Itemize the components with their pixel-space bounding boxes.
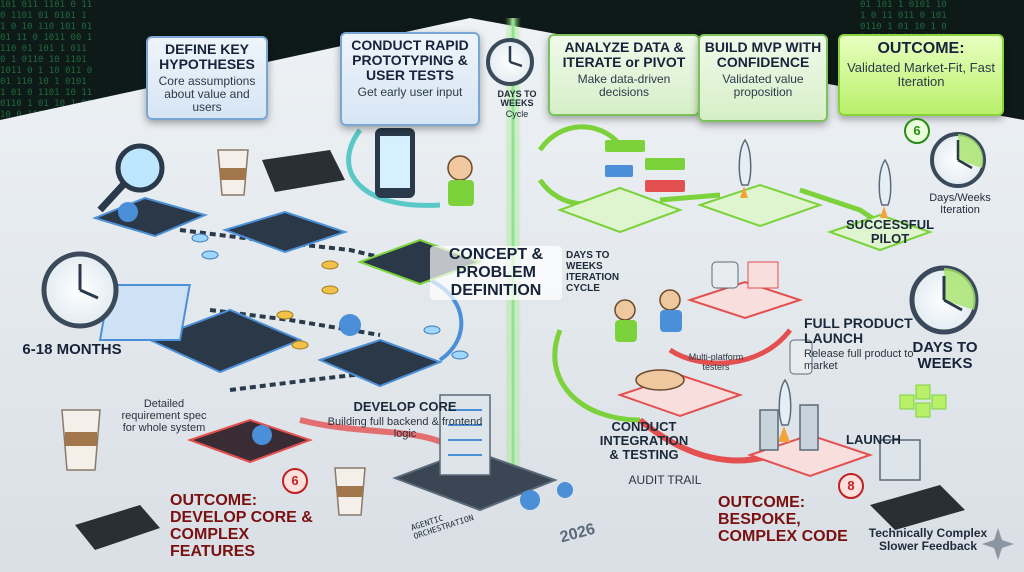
- card-analyze-data: ANALYZE DATA & ITERATE or PIVOT Make dat…: [548, 34, 700, 116]
- top-cycle-title: DAYS TO WEEKS: [482, 90, 552, 109]
- successful-pilot-label: SUCCESSFUL PILOT: [840, 218, 940, 246]
- iteration-cycle-label: DAYS TO WEEKS ITERATION CYCLE: [566, 250, 636, 294]
- top-cycle-label: DAYS TO WEEKS Cycle: [482, 90, 552, 119]
- handshake-icon: [636, 370, 684, 390]
- card-subtitle: Core assumptions about value and users: [152, 75, 262, 114]
- testers-label: Multi-platform testers: [686, 352, 746, 372]
- launch-label: LAUNCH: [846, 432, 906, 447]
- develop-core-title: DEVELOP CORE: [325, 400, 485, 414]
- develop-core-subtitle: Building full backend & frontend logic: [325, 416, 485, 440]
- card-rapid-prototyping: CONDUCT RAPID PROTOTYPING & USER TESTS G…: [340, 32, 480, 126]
- card-build-mvp: BUILD MVP WITH CONFIDENCE Validated valu…: [698, 34, 828, 122]
- left-outcome-label: OUTCOME: DEVELOP CORE & COMPLEX FEATURES: [170, 492, 330, 560]
- card-title: ANALYZE DATA & ITERATE or PIVOT: [554, 40, 694, 70]
- card-title: DEFINE KEY HYPOTHESES: [152, 42, 262, 72]
- develop-core-label: DEVELOP CORE Building full backend & fro…: [325, 400, 485, 440]
- card-define-hypotheses: DEFINE KEY HYPOTHESES Core assumptions a…: [146, 36, 268, 120]
- months-label: 6-18 MONTHS: [22, 342, 122, 358]
- magnifier-icon: [118, 146, 162, 190]
- days-weeks-iteration-label: Days/Weeks Iteration: [920, 192, 1000, 216]
- requirement-label: Detailed requirement spec for whole syst…: [114, 398, 214, 434]
- left-outcome-badge: 6: [282, 468, 308, 494]
- top-cycle-sub: Cycle: [482, 109, 552, 119]
- complex-label: Technically Complex Slower Feedback: [868, 527, 988, 553]
- audit-trail-label: AUDIT TRAIL: [620, 473, 710, 487]
- card-outcome-top: OUTCOME: Validated Market-Fit, Fast Iter…: [838, 34, 1004, 116]
- concept-label: CONCEPT & PROBLEM DEFINITION: [430, 246, 562, 300]
- card-subtitle: Make data-driven decisions: [554, 73, 694, 99]
- card-title: OUTCOME:: [844, 40, 998, 58]
- card-title: CONDUCT RAPID PROTOTYPING & USER TESTS: [346, 38, 474, 83]
- integration-label: CONDUCT INTEGRATION & TESTING: [594, 420, 694, 462]
- card-subtitle: Get early user input: [346, 86, 474, 99]
- card-subtitle: Validated Market-Fit, Fast Iteration: [844, 61, 998, 89]
- user-avatar: [448, 156, 472, 180]
- card-title: BUILD MVP WITH CONFIDENCE: [704, 40, 822, 70]
- clock-icon-top: [488, 40, 532, 84]
- card-subtitle: Validated value proposition: [704, 73, 822, 99]
- right-green-badge: 6: [904, 118, 930, 144]
- clock-icon-right-top: [932, 134, 984, 186]
- days-to-weeks-label: DAYS TO WEEKS: [900, 340, 990, 372]
- clock-icon-left: [44, 254, 116, 326]
- right-outcome-label: OUTCOME: BESPOKE, COMPLEX CODE: [718, 494, 862, 545]
